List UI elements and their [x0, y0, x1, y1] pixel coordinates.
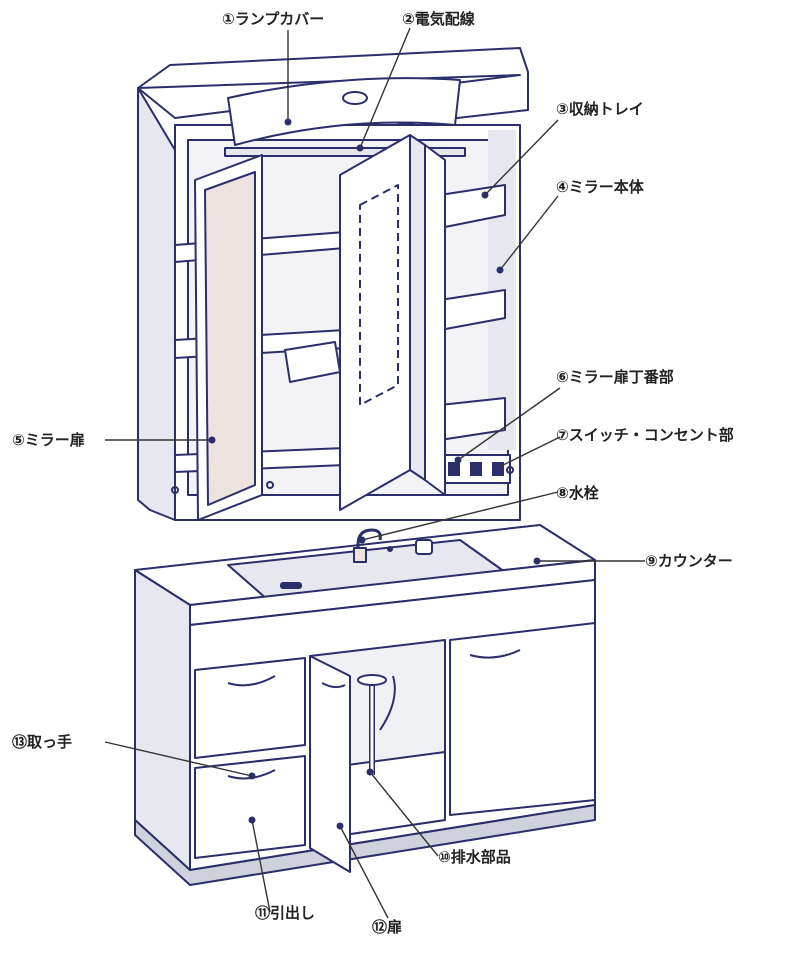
leader-lines — [104, 27, 645, 919]
label-handle: ⑬取っ手 — [12, 733, 73, 751]
label-door: ⑫扉 — [372, 918, 403, 936]
drawer-lower — [194, 755, 306, 859]
label-mirror-door: ⑤ミラー扉 — [12, 431, 85, 449]
mirror-door-left — [194, 154, 263, 521]
lamp-cover — [227, 77, 461, 146]
label-switch-outlet: ⑦スイッチ・コンセント部 — [556, 426, 734, 444]
mirror-door-center — [339, 134, 446, 511]
label-mirror-body: ④ミラー本体 — [556, 178, 644, 196]
leader-dots — [208, 118, 541, 830]
label-faucet: ⑧水栓 — [556, 484, 599, 502]
vanity-base — [134, 524, 596, 886]
label-storage-tray: ③収納トレイ — [556, 100, 644, 118]
drawer-upper — [194, 657, 306, 759]
label-lamp-cover: ①ランプカバー — [222, 10, 325, 28]
label-counter: ⑨カウンター — [645, 552, 733, 570]
cabinet-door-right — [449, 622, 596, 816]
label-door-hinge: ⑥ミラー扉丁番部 — [556, 368, 674, 386]
label-drain-parts: ⑩排水部品 — [438, 848, 511, 866]
label-drawer: ⑪引出し — [255, 904, 316, 922]
cabinet-door-open — [309, 655, 351, 873]
label-wiring: ②電気配線 — [402, 10, 475, 28]
